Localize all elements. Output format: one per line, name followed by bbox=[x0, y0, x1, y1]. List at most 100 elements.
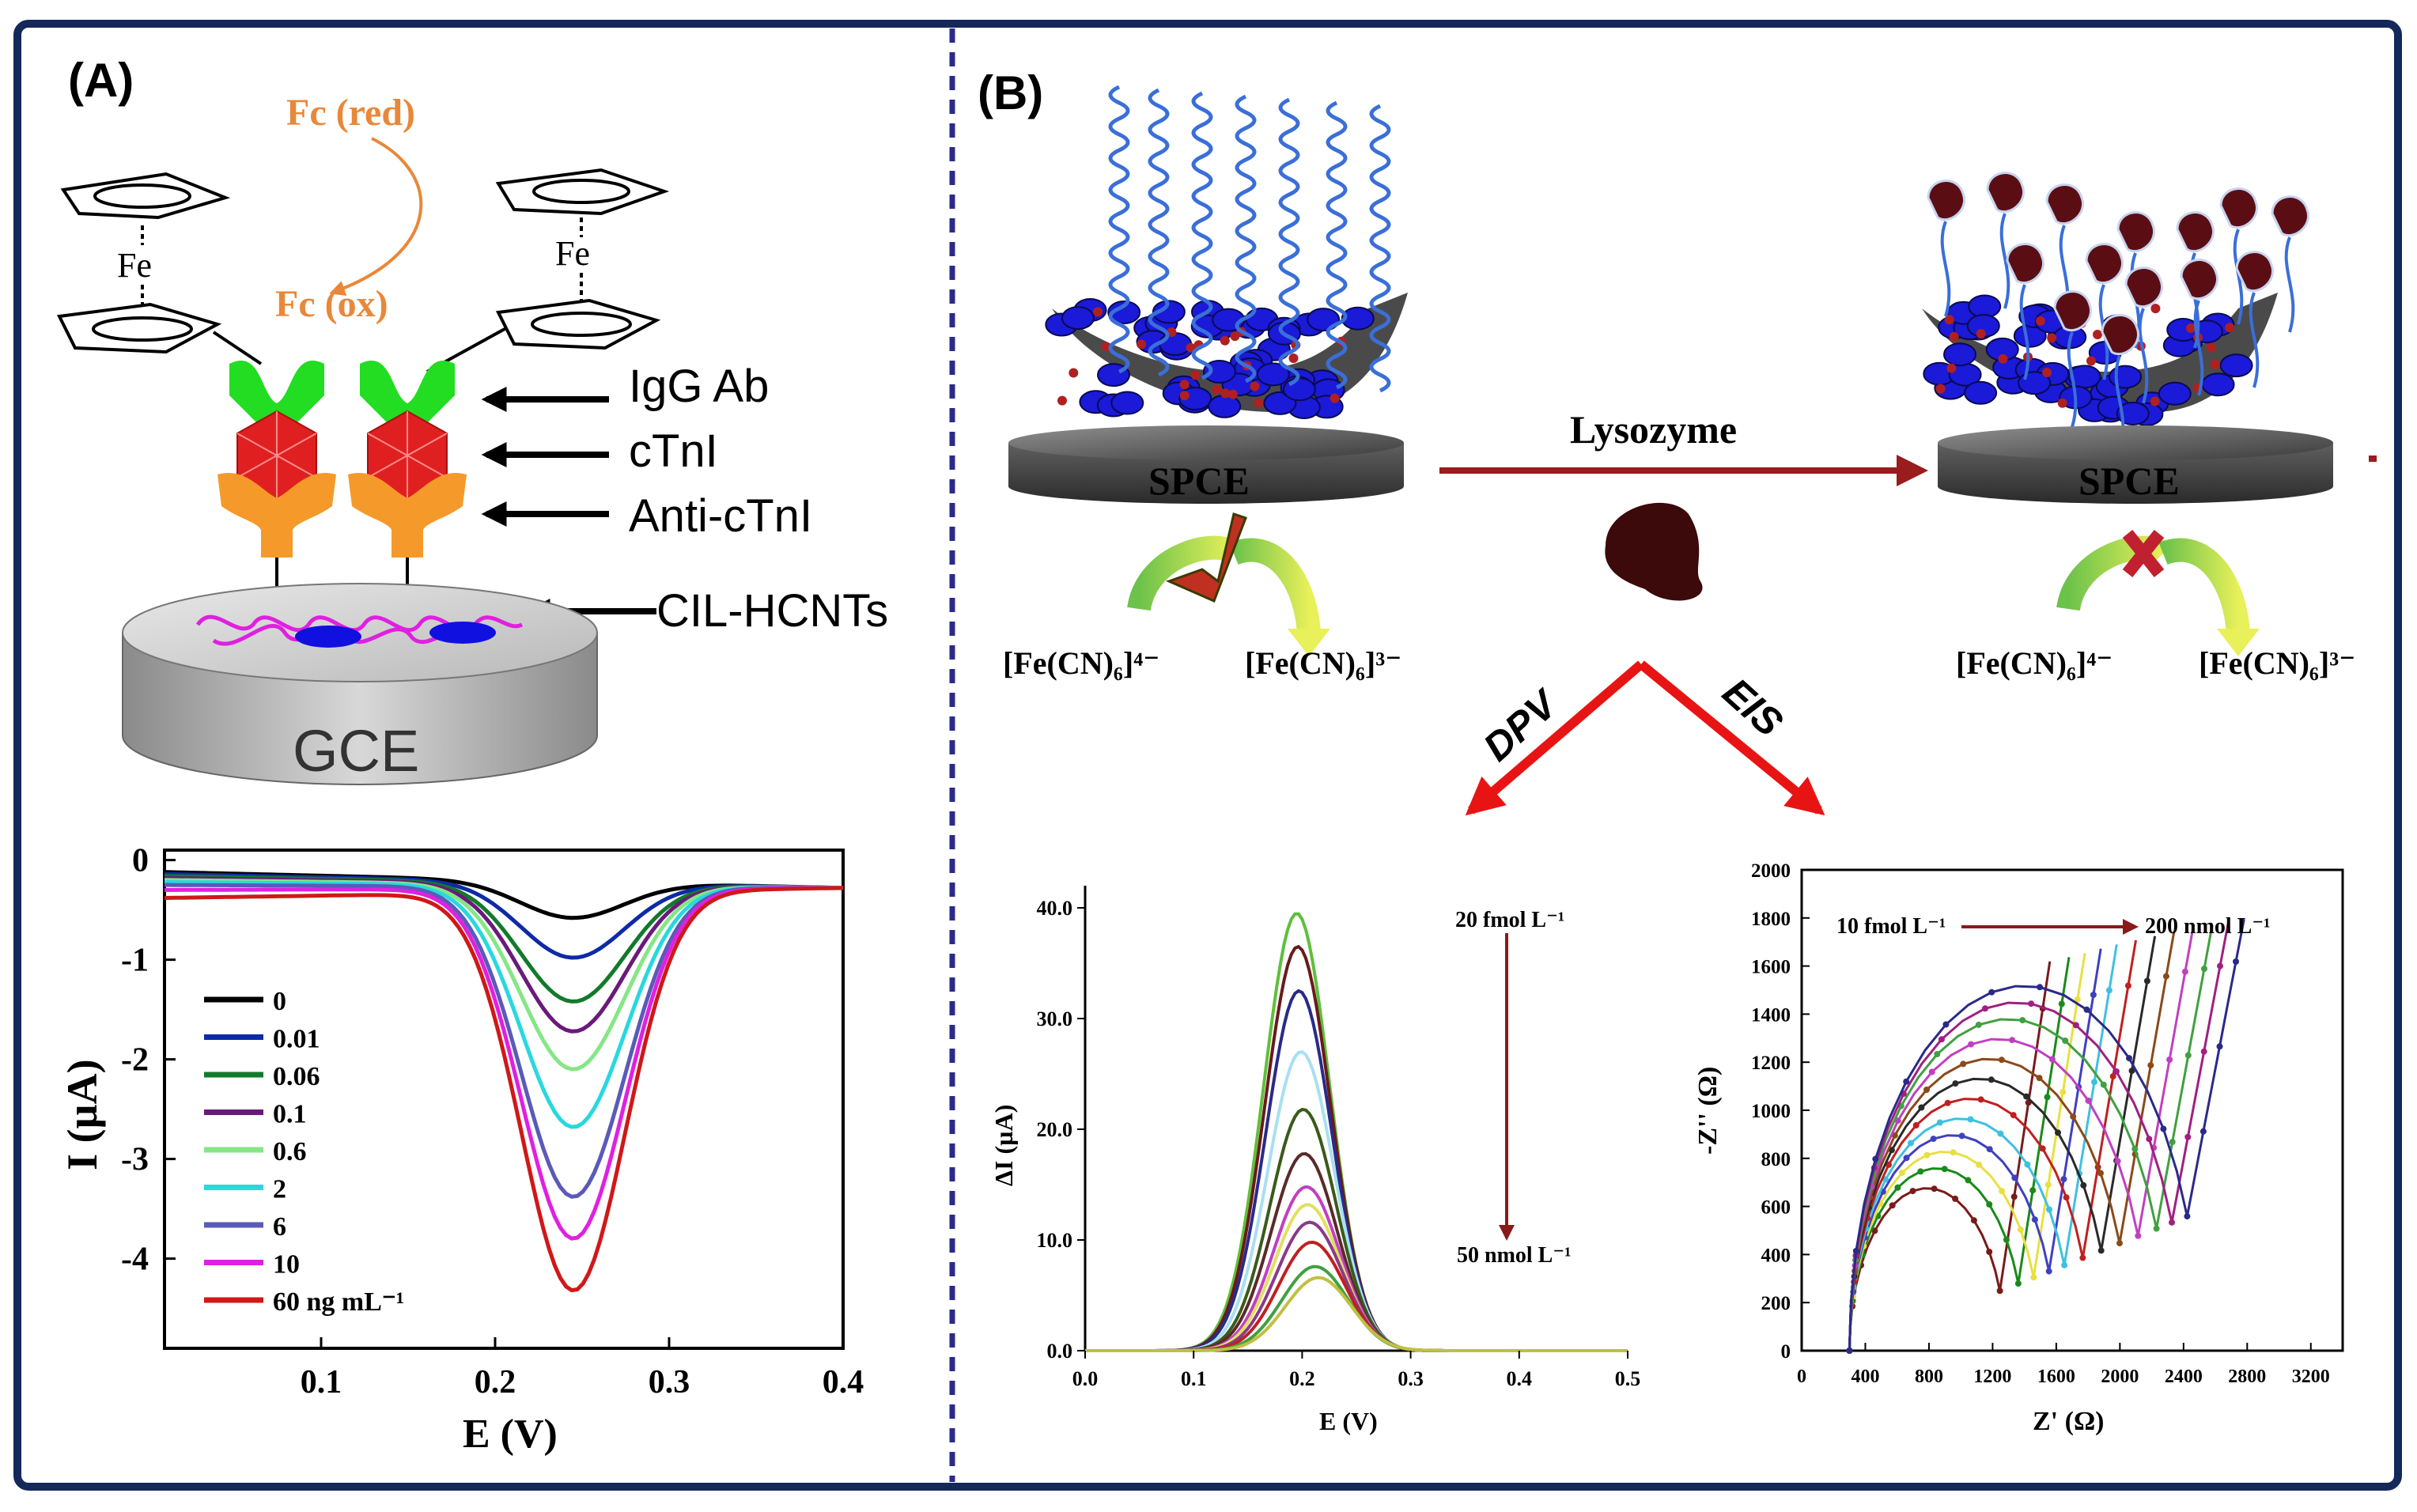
chart-a-xtick-label-2: 0.3 bbox=[649, 1364, 690, 1400]
leftNano-spot-5 bbox=[1190, 370, 1201, 380]
chart-a-ytick-label-1: -1 bbox=[121, 943, 149, 979]
dpv-ytick-label-1: 10.0 bbox=[1037, 1229, 1073, 1252]
eis-point-5-20 bbox=[2079, 1254, 2086, 1261]
chart-a-legend-label-4: 0.6 bbox=[273, 1137, 307, 1166]
eis-series-8 bbox=[1848, 927, 2195, 1351]
aptamer-right-8 bbox=[2019, 284, 2030, 380]
eis-point-10-18 bbox=[2146, 1136, 2153, 1143]
eis-point-9-26 bbox=[2201, 966, 2207, 972]
eis-series-2 bbox=[1848, 952, 2086, 1351]
eis-series-6 bbox=[1848, 936, 2157, 1351]
eis-point-1-14 bbox=[1965, 1177, 1972, 1184]
dpv-label: DPV bbox=[1475, 680, 1568, 769]
eis-point-4-20 bbox=[2061, 1261, 2068, 1268]
chart-a-ytick-label-2: -2 bbox=[121, 1042, 149, 1079]
eis-point-11-22 bbox=[2200, 1128, 2207, 1135]
eis-point-7-8 bbox=[1923, 1087, 1930, 1093]
leftNano-dot-40 bbox=[1061, 306, 1095, 331]
chart-a-ytick-label-4: -4 bbox=[121, 1242, 149, 1278]
eis-point-7-10 bbox=[1960, 1060, 1967, 1068]
dpv-curves bbox=[1085, 912, 1628, 1352]
rightNano-spot-23 bbox=[1976, 329, 1986, 338]
eis-point-0-22 bbox=[2010, 1193, 2018, 1200]
eis-point-0-10 bbox=[1909, 1188, 1916, 1195]
aptamer-right-12 bbox=[2249, 292, 2260, 388]
eis-xtick-label-1: 400 bbox=[1851, 1366, 1879, 1387]
eis-xlabel: Z' (Ω) bbox=[2033, 1407, 2105, 1436]
eis-point-4-16 bbox=[2024, 1161, 2031, 1168]
eis-point-5-14 bbox=[2010, 1112, 2017, 1119]
eis-xtick-label-4: 1600 bbox=[2037, 1366, 2075, 1387]
dpv-ytick-label-0: 0.0 bbox=[1047, 1340, 1073, 1363]
eis-point-1-12 bbox=[1941, 1166, 1948, 1173]
eis-point-4-14 bbox=[1997, 1130, 2004, 1137]
eis-series-5 bbox=[1848, 939, 2137, 1351]
leftNano-spot-20 bbox=[1220, 335, 1230, 346]
eis-annot-left: 10 fmol L⁻¹ bbox=[1836, 914, 1946, 939]
eis-point-2-24 bbox=[2060, 1088, 2067, 1095]
eis-xtick-label-3: 1200 bbox=[1973, 1366, 2011, 1387]
rightNano-dot-31 bbox=[1943, 342, 1976, 367]
lysozyme-bound-3 bbox=[2085, 243, 2124, 285]
eis-point-2-16 bbox=[1999, 1188, 2006, 1195]
fe4-left: [Fe(CN)₆]⁴⁻ bbox=[1003, 645, 1159, 681]
ferrocene-right: Fe bbox=[426, 168, 670, 373]
eis-point-9-10 bbox=[1975, 1021, 1982, 1028]
eis-ytick-label-0: 0 bbox=[1781, 1341, 1791, 1363]
rightNano-spot-15 bbox=[2057, 398, 2067, 408]
lysozyme-bound-9 bbox=[2053, 290, 2092, 332]
eis-point-5-12 bbox=[1977, 1096, 1984, 1103]
eis-point-1-26 bbox=[2058, 1000, 2065, 1007]
eis-point-6-10 bbox=[1952, 1080, 1959, 1087]
igg-label: IgG Ab bbox=[629, 361, 769, 412]
eis-point-4-10 bbox=[1936, 1119, 1943, 1126]
rightNano-spot-14 bbox=[2047, 333, 2057, 343]
eis-point-0-6 bbox=[1871, 1227, 1878, 1234]
eis-point-6-18 bbox=[2080, 1181, 2087, 1189]
eis-point-4-24 bbox=[2091, 1079, 2097, 1086]
leftNano-dot-41 bbox=[1110, 391, 1144, 415]
leftNano-spot-13 bbox=[1212, 384, 1222, 395]
aptamer-left-2 bbox=[1191, 91, 1213, 380]
eis-point-10-20 bbox=[2169, 1219, 2175, 1226]
eis-point-3-18 bbox=[2031, 1216, 2038, 1223]
lysozyme-bound-12 bbox=[2235, 251, 2274, 293]
rightNano-spot-0 bbox=[2225, 323, 2235, 333]
eis-point-2-14 bbox=[1976, 1161, 1983, 1168]
chart-a-ytick-label-0: 0 bbox=[132, 843, 149, 879]
eis-series-7 bbox=[1848, 932, 2176, 1351]
eis-point-6-16 bbox=[2055, 1129, 2061, 1136]
eis-point-10-8 bbox=[1938, 1036, 1945, 1043]
eis-point-11-26 bbox=[2233, 958, 2239, 965]
lysozyme-bound-6 bbox=[2219, 187, 2258, 229]
dpv-ytick-label-4: 40.0 bbox=[1037, 897, 1073, 920]
eis-point-2-26 bbox=[2074, 996, 2081, 1003]
eis-point-0-14 bbox=[1952, 1195, 1959, 1202]
rightNano-spot-2 bbox=[2035, 316, 2045, 326]
leftNano-spot-10 bbox=[1220, 388, 1231, 399]
eis-series-11 bbox=[1848, 919, 2245, 1351]
cil-label: CIL-HCNTs bbox=[656, 585, 888, 637]
ferrocene-left: Fe bbox=[56, 172, 263, 365]
eis-point-11-6 bbox=[1903, 1078, 1910, 1085]
eis-point-8-20 bbox=[2135, 1232, 2142, 1239]
outer-frame bbox=[13, 20, 2402, 1491]
chart-a-legend-label-3: 0.1 bbox=[273, 1100, 307, 1129]
eis-point-1-24 bbox=[2044, 1094, 2051, 1101]
dpv-xtick-label-3: 0.3 bbox=[1398, 1367, 1424, 1390]
rightNano-spot-12 bbox=[2210, 359, 2220, 369]
fc-red-label: Fc (red) bbox=[286, 92, 415, 134]
panel-b-label: (B) bbox=[978, 66, 1043, 119]
leftNano-spot-14 bbox=[1137, 339, 1147, 350]
rightNano-spot-4 bbox=[2086, 356, 2096, 366]
chart-a-xtick-label-3: 0.4 bbox=[823, 1364, 864, 1400]
eis-point-5-18 bbox=[2063, 1194, 2070, 1201]
chart-a-ylabel: I (µA) bbox=[59, 1059, 106, 1170]
aptamer-left-4 bbox=[1278, 97, 1300, 387]
leftNano-spot-9 bbox=[1254, 398, 1264, 408]
lysozyme-bound-2 bbox=[2045, 183, 2084, 225]
eis-xtick-label-7: 2800 bbox=[2228, 1366, 2266, 1387]
lysozyme-bound-13 bbox=[2101, 314, 2139, 356]
eis-point-10-14 bbox=[2072, 1022, 2079, 1029]
panel-a: (A) Fc (red) Fc (ox) Fe Fe bbox=[56, 54, 888, 1457]
